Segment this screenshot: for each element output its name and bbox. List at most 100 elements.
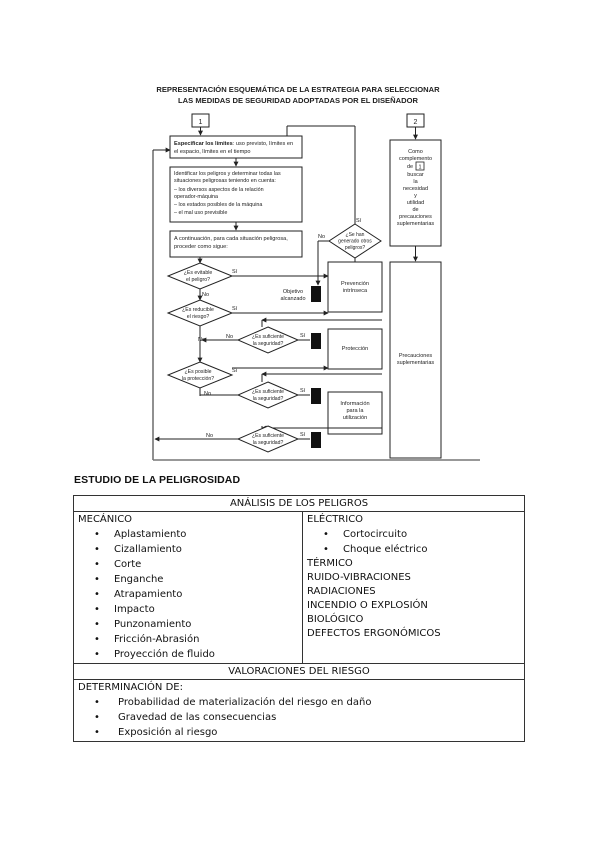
list-item: Atrapamiento [78,587,298,602]
list-item: Exposición al riesgo [78,725,520,740]
decision-other-hazards-line0: ¿Se han [346,232,365,238]
complement-line-9: precauciones [399,214,432,220]
continue-line-1: proceder como sigue: [174,244,228,250]
decision-protection-line1: la protección? [182,376,214,382]
list-item: Corte [78,557,298,572]
objective-reached-line0: Objetivo [283,289,303,295]
identify-line-3: operador-máquina [174,194,218,200]
box-protection [327,328,383,370]
hazard-biological: BIOLÓGICO [307,614,364,625]
decision-sufficient-1-line1: la seguridad? [253,341,284,347]
electrical-list: Cortocircuito Choque eléctrico [307,527,520,557]
flowchart-title-line2: LAS MEDIDAS DE SEGURIDAD ADOPTADAS POR E… [178,96,418,105]
box-intrinsic-prevention-line1: intrínseca [343,288,368,294]
list-item: Fricción-Abrasión [78,632,298,647]
label-yes: Sí [300,432,306,438]
complement-line-5: necesidad [403,186,428,192]
safety-strategy-flowchart: REPRESENTACIÓN ESQUEMÁTICA DE LA ESTRATE… [152,85,480,461]
label-no: No [318,234,325,240]
box-information-line2: utilización [343,415,368,421]
hazard-thermal: TÉRMICO [307,558,353,569]
hazard-fire-explosion: INCENDIO O EXPLOSIÓN [307,600,428,611]
mechanical-cell: MECÁNICO Aplastamiento Cizallamiento Cor… [73,511,303,664]
list-item: Proyección de fluido [78,647,298,662]
identify-line-1: situaciones peligrosas teniendo en cuent… [174,178,276,184]
complement-line-3: buscar [407,172,424,178]
list-item: Punzonamiento [78,617,298,632]
complement-line-1: complemento [399,156,432,162]
determination-list: Probabilidad de materialización del ries… [78,695,520,740]
decision-reducible-line1: el riesgo? [187,314,210,320]
decision-sufficient-2 [236,381,300,409]
list-item: Cortocircuito [307,527,520,542]
mechanical-title: MECÁNICO [78,514,133,525]
hazard-analysis-table: ANÁLISIS DE LOS PELIGROS MECÁNICO Aplast… [73,495,525,742]
step-1-label: 1 [199,119,203,126]
label-no: No [206,433,213,439]
identify-line-0: Identificar los peligros y determinar to… [174,171,281,177]
decision-protection [166,361,234,389]
complement-line-7: utilidad [407,200,424,206]
step-2-label: 2 [414,119,418,126]
electrical-title: ELÉCTRICO [307,514,364,525]
decision-sufficient-3-line1: la seguridad? [253,440,284,446]
label-yes: Sí [232,306,238,312]
decision-sufficient-1-line0: ¿Es suficiente [252,334,284,340]
complement-line-8: de [412,207,418,213]
identify-line-5: – el mal uso previsible [174,210,227,216]
list-item: Impacto [78,602,298,617]
label-yes: Sí [300,388,306,394]
list-item: Gravedad de las consecuencias [78,710,520,725]
svg-text:Especificar los límites: uso p: Especificar los límites: uso previsto, l… [174,141,293,147]
box-continue [169,230,303,258]
box-information [327,391,383,435]
complement-ref: 1 [418,165,421,171]
table-header-hazard-analysis: ANÁLISIS DE LOS PELIGROS [73,495,525,512]
complement-line-0: Como [408,149,423,155]
decision-eliminable [166,262,234,290]
objective-marker-1 [311,286,321,302]
determination-cell: DETERMINACIÓN DE: Probabilidad de materi… [73,679,525,742]
decision-reducible [166,299,234,327]
decision-other-hazards-line1: generado otros [338,239,372,245]
box-intrinsic-prevention [327,261,383,313]
electrical-cell: ELÉCTRICO Cortocircuito Choque eléctrico… [302,511,525,664]
box-specify-limits-bold: Especificar los límites [174,141,233,147]
box-information-line1: para la [346,408,364,414]
decision-sufficient-3 [236,425,300,453]
box-complement [389,139,442,247]
decision-eliminable-line1: el peligro? [186,277,210,283]
section-heading: ESTUDIO DE LA PELIGROSIDAD [74,474,241,486]
objective-marker-2 [311,333,321,349]
box-information-line0: Información [340,401,369,407]
decision-eliminable-line0: ¿Es evitable [184,270,213,276]
decision-protection-line0: ¿Es posible [184,369,211,375]
box-protection-label: Protección [342,346,368,352]
box-supplementary-line1: suplementarias [397,360,435,366]
objective-reached-line1: alcanzado [280,296,305,302]
complement-ref-box [415,161,425,171]
label-no: No [204,391,211,397]
identify-line-4: – los estados posibles de la máquina [174,202,262,208]
determination-title: DETERMINACIÓN DE: [78,682,183,693]
continue-line-0: A continuación, para cada situación peli… [174,236,288,242]
label-no: No [226,334,233,340]
decision-sufficient-1 [236,326,300,354]
decision-other-hazards-line2: peligros? [345,245,366,251]
list-item: Aplastamiento [78,527,298,542]
hazard-noise-vibration: RUIDO-VIBRACIONES [307,572,411,583]
box-identify-hazards [169,166,303,223]
objective-marker-3 [311,388,321,404]
decision-sufficient-2-line1: la seguridad? [253,396,284,402]
label-yes: Sí [300,333,306,339]
box-specify-limits-text2: el espacio, límites en el tiempo [174,149,251,155]
identify-line-2: – los diversos aspectos de la relación [174,187,264,193]
label-yes: Sí [232,269,238,275]
hazard-radiation: RADIACIONES [307,586,376,597]
label-yes: Sí [232,368,238,374]
box-intrinsic-prevention-line0: Prevención [341,281,369,287]
complement-line-10: suplementarias [397,221,435,227]
objective-marker-4 [311,432,321,448]
list-item: Choque eléctrico [307,542,520,557]
box-specify-limits-text1: : uso previsto, límites en [233,141,293,147]
